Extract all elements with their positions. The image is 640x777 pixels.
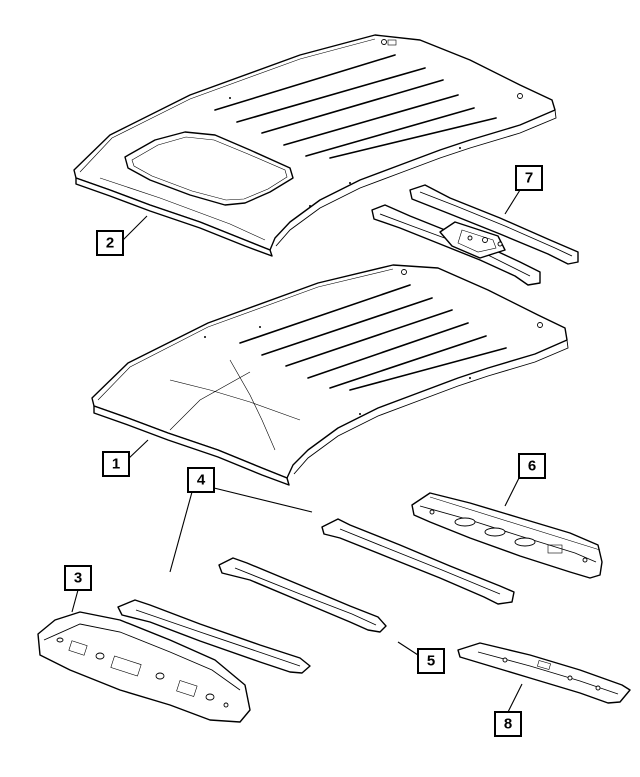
leader-3 [71,589,79,613]
svg-text:8: 8 [504,716,512,733]
callout-7: 7 [515,165,543,191]
leader-2 [122,215,148,241]
svg-text:1: 1 [112,456,120,473]
svg-text:4: 4 [197,472,206,489]
svg-text:6: 6 [528,458,536,475]
roof-panel [91,264,569,486]
callout-4: 4 [187,467,215,493]
leader-4a [213,487,313,513]
roof-bow-lower [117,599,311,674]
svg-text:3: 3 [74,570,82,587]
callout-8: 8 [494,711,522,737]
callout-2: 2 [96,230,124,256]
leader-5 [397,641,419,656]
roof-bow-5 [218,557,387,633]
callout-6: 6 [518,453,546,479]
leader-6 [504,477,520,507]
roof-bow-upper [321,518,515,605]
leader-1 [126,439,149,461]
callout-3: 3 [64,565,92,591]
front-header-panel [37,611,251,723]
leader-4b [169,491,193,573]
callout-1: 1 [102,451,130,477]
callout-5: 5 [417,648,445,674]
svg-text:2: 2 [106,235,114,252]
leader-8 [507,683,523,713]
rear-header-panel [411,492,603,579]
svg-text:5: 5 [427,653,435,670]
rear-header-reinforcement [457,642,631,704]
roof-panel-with-sunroof [73,34,557,257]
svg-text:7: 7 [525,170,533,187]
sunroof-reinforcement [371,184,579,286]
leader-lines [71,189,523,713]
leader-7 [504,189,521,215]
